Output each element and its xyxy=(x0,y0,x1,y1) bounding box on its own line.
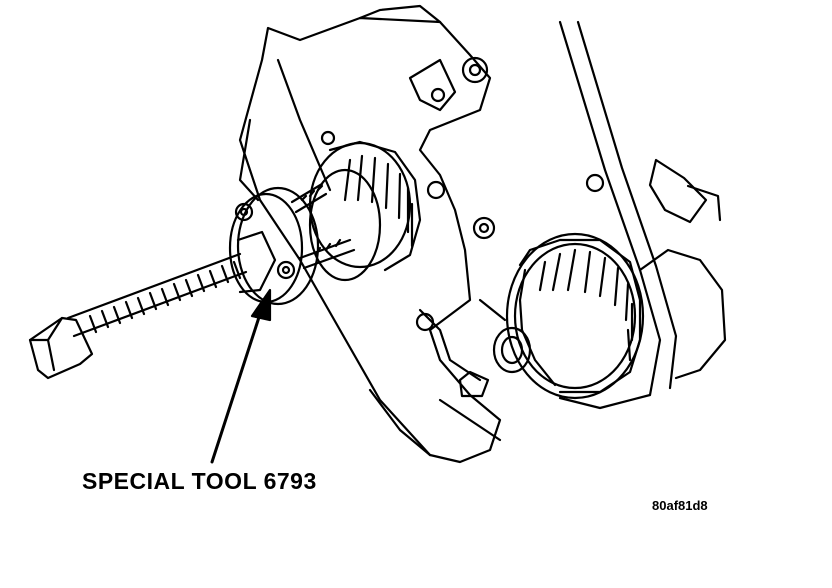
sprocket-icon xyxy=(478,232,645,400)
callout-arrow-icon xyxy=(210,288,272,464)
engine-block-icon xyxy=(238,4,502,464)
tool-callout-label: SPECIAL TOOL 6793 xyxy=(82,468,317,494)
sprocket-icon xyxy=(308,130,422,282)
puller-tool-icon xyxy=(28,182,356,380)
figure-id: 80af81d8 xyxy=(652,498,708,513)
timing-belt-icon xyxy=(558,20,727,410)
